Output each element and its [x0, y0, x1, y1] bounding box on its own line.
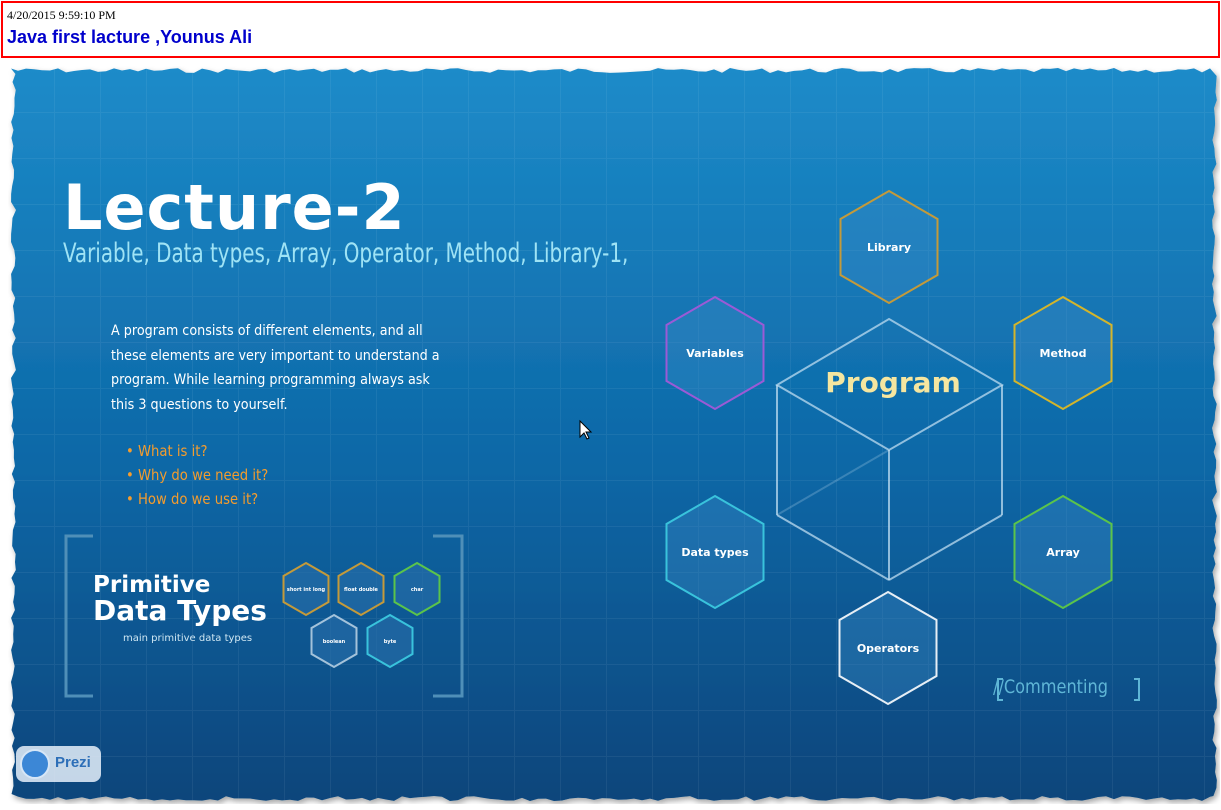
node-hex-1-label: Method: [1040, 347, 1087, 360]
node-hex-4: Data types: [665, 494, 765, 610]
primitive-title-line2: Data Types: [93, 594, 267, 627]
node-hex-2: Array: [1013, 494, 1113, 610]
primitive-subtitle: main primitive data types: [123, 633, 253, 644]
lecture-subtitle: Variable, Data types, Array, Operator, M…: [63, 238, 629, 269]
primitive-brackets: [64, 534, 464, 698]
primitive-hex-1: float double: [337, 561, 385, 617]
primitive-hex-0-label: short int long: [287, 587, 326, 593]
node-hex-2-label: Array: [1046, 546, 1080, 559]
list-item: Why do we need it?: [126, 463, 268, 487]
node-hex-3-label: Operators: [857, 642, 920, 655]
intro-paragraph: A program consists of different elements…: [111, 323, 440, 413]
program-label: Program: [825, 366, 961, 399]
primitive-hex-3-label: boolean: [323, 639, 346, 645]
slide-capture: short int long float double char boolean byt…: [8, 66, 1220, 804]
node-hex-1: Method: [1013, 295, 1113, 411]
primitive-hex-2-label: char: [411, 587, 424, 593]
primitive-hex-group: short int long float double char boolean byt…: [282, 561, 441, 669]
node-hex-5-label: Variables: [686, 347, 744, 360]
prezi-logo-icon: [20, 749, 50, 779]
prezi-label: Prezi: [55, 754, 91, 771]
primitive-hex-4: byte: [366, 613, 414, 669]
question-list: What is it? Why do we need it? How do we…: [126, 439, 268, 511]
node-hex-0-label: Library: [867, 241, 911, 254]
list-item: How do we use it?: [126, 487, 268, 511]
prezi-badge[interactable]: Prezi: [16, 746, 101, 782]
node-hex-5: Variables: [665, 295, 765, 411]
list-item: What is it?: [126, 439, 268, 463]
commenting-label: //Commenting: [993, 676, 1108, 698]
slide-frame: short int long float double char boolean byt…: [11, 68, 1217, 801]
primitive-hex-0: short int long: [282, 561, 330, 617]
program-cube: [775, 317, 1004, 581]
primitive-hex-3: boolean: [310, 613, 358, 669]
commenting-brackets: [997, 678, 1140, 701]
primitive-hex-4-label: byte: [384, 639, 397, 645]
node-hex-3: Operators: [838, 590, 938, 706]
node-hex-4-label: Data types: [681, 546, 749, 559]
lecture-title: Lecture-2: [63, 171, 406, 244]
primitive-hex-2: char: [393, 561, 441, 617]
primitive-hex-1-label: float double: [344, 587, 379, 593]
timestamp: 4/20/2015 9:59:10 PM: [7, 8, 116, 22]
node-hex-0: Library: [839, 189, 939, 305]
mouse-cursor-icon: [579, 419, 593, 440]
primitive-title-line1: Primitive: [93, 572, 211, 598]
page-title: Java first lacture ,Younus Ali: [7, 27, 253, 47]
header-bar: 4/20/2015 9:59:10 PM Java first lacture …: [1, 1, 1220, 58]
